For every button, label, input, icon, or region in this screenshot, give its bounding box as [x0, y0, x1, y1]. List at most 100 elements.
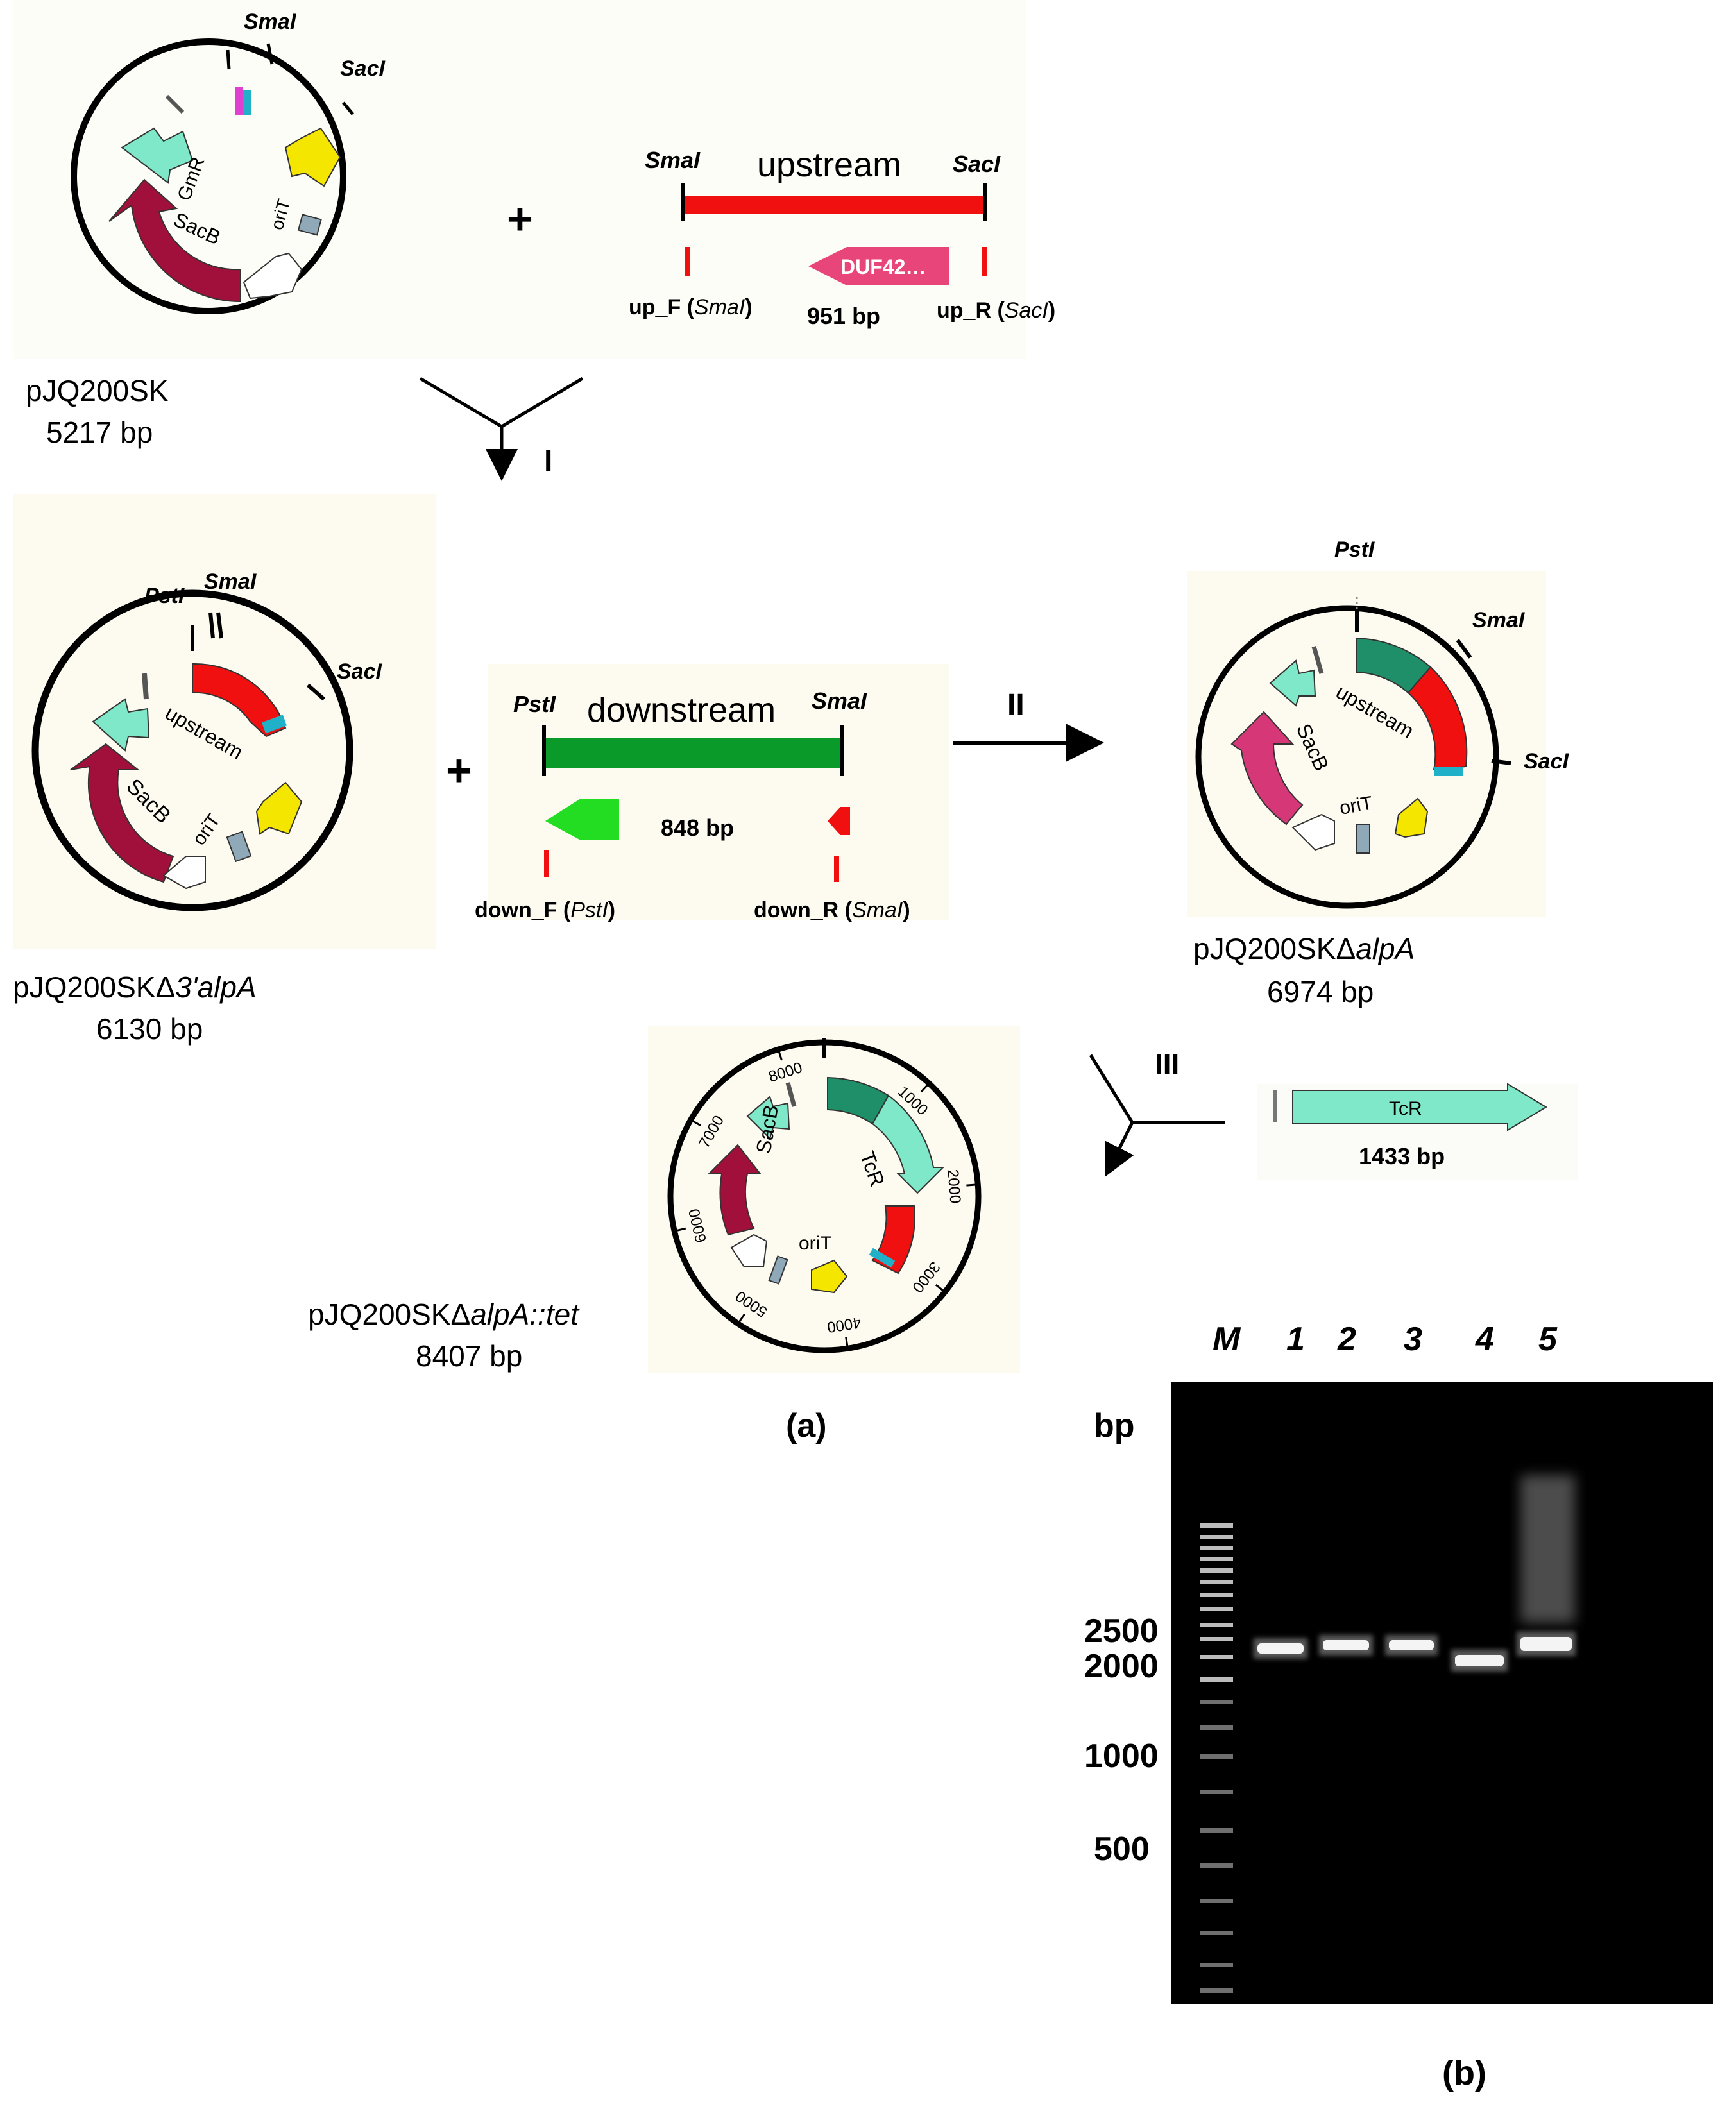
scale-tick — [845, 1337, 849, 1349]
gmr-arrow — [746, 1096, 790, 1140]
step-iii-arrow: III — [1089, 1047, 1225, 1177]
yellow-orf-arrow — [811, 1259, 848, 1294]
gel-bands — [1254, 1632, 1576, 1672]
fragment-label: downstream — [587, 691, 776, 729]
downstream-fragment: PstI SmaI downstream 848 bp down_F (PstI… — [475, 664, 949, 922]
smai-site-label: SmaI — [812, 688, 867, 714]
plasmid-pjq200sk-delta-alpa: upstream SacB oriT PstI SmaI SacI pJQ200… — [1193, 538, 1569, 1008]
yellow-orf-arrow — [255, 781, 303, 835]
ladder-band — [1200, 1899, 1233, 1903]
gmr-arrow — [1269, 659, 1316, 707]
ladder-band — [1200, 1754, 1233, 1759]
duf-gene-arrow — [808, 247, 949, 285]
gel-lane-label: M — [1213, 1321, 1241, 1358]
plasmid-name: pJQ200SK — [26, 374, 169, 407]
ladder-band — [1200, 1535, 1233, 1539]
ladder-band — [1200, 1700, 1233, 1704]
ladder-band — [1200, 1963, 1233, 1967]
site-tick — [307, 683, 325, 701]
small-feature — [785, 1082, 797, 1107]
plasmid-backbone — [71, 38, 346, 314]
gel-smear — [1520, 1475, 1575, 1623]
ladder-band — [1200, 1593, 1233, 1597]
plasmid-name: pJQ200SKΔalpA::tet — [308, 1298, 580, 1331]
gel-ladder — [1200, 1523, 1233, 1993]
gel-lane-label: 3 — [1404, 1321, 1422, 1358]
yellow-orf-arrow — [284, 127, 341, 187]
gel-lane-label: 4 — [1475, 1321, 1494, 1358]
psti-site-label: PstI — [513, 691, 556, 717]
ladder-band — [1200, 1523, 1233, 1528]
scale-tick — [920, 1082, 930, 1093]
plus-sign: + — [446, 745, 472, 795]
plasmid-backbone — [31, 589, 353, 911]
mcs-feature — [1434, 767, 1463, 776]
primer-r-label: up_R (SacI) — [937, 298, 1055, 323]
gel-image — [1171, 1382, 1713, 2004]
plasmid-name: pJQ200SKΔ3'alpA — [13, 970, 257, 1004]
downstream-bar — [544, 738, 842, 768]
upstream-bar — [683, 196, 985, 214]
plasmid-pjq200sk-delta-3-alpa: upstream SacB oriT PstI SmaI SacI pJQ200… — [13, 570, 382, 1046]
fragment-length: 848 bp — [661, 815, 734, 841]
ladder-band — [1200, 1637, 1233, 1641]
site-tick — [1491, 759, 1511, 765]
scale-tick — [674, 1227, 686, 1232]
gel-band — [1257, 1643, 1304, 1654]
gel-band — [1455, 1655, 1504, 1666]
upstream-fragment: SmaI SacI upstream DUF42… up_F (SmaI) 95… — [629, 146, 1055, 329]
smai-site-label: SmaI — [204, 570, 257, 594]
primer-f-label: up_F (SmaI) — [629, 295, 753, 319]
primer-mark — [1273, 1090, 1277, 1122]
marker-label: 2500 — [1084, 1613, 1159, 1650]
yellow-orf-arrow — [1394, 797, 1429, 838]
ladder-band — [1200, 1988, 1233, 1993]
ladder-band — [1200, 1607, 1233, 1611]
scale-tick — [777, 1049, 783, 1061]
scale-tick — [690, 1119, 702, 1127]
step-label: II — [1007, 688, 1025, 722]
plasmid-size: 5217 bp — [46, 416, 153, 449]
ladder-band — [1200, 1863, 1233, 1868]
marker-label: 2000 — [1084, 1648, 1159, 1685]
ladder-band — [1200, 1931, 1233, 1935]
gel-band — [1389, 1640, 1434, 1650]
plasmid-size: 6130 bp — [96, 1012, 203, 1046]
psti-site-label: PstI — [1334, 538, 1375, 562]
tcr-arrow — [871, 1094, 945, 1194]
sacb-arrow — [108, 178, 241, 303]
psti-site-label: PstI — [144, 584, 185, 608]
tcr-gene-arrow — [1292, 1083, 1547, 1131]
duf-gene-label: DUF42… — [840, 255, 926, 278]
mcs-feature — [261, 715, 287, 734]
ladder-band — [1200, 1790, 1233, 1794]
saci-site-label: SacI — [337, 659, 382, 684]
small-feature — [165, 94, 185, 114]
site-tick — [226, 49, 231, 70]
site-tick — [216, 612, 223, 639]
white-orf-arrow — [162, 856, 206, 890]
ladder-band — [1200, 1557, 1233, 1561]
white-orf-arrow — [730, 1233, 768, 1267]
plasmid-size: 8407 bp — [416, 1339, 522, 1373]
orit-block — [1356, 824, 1370, 854]
panel-label-b: (b) — [1442, 2054, 1486, 2092]
panel-label-a: (a) — [786, 1407, 827, 1444]
primer-mark — [544, 850, 549, 877]
gel-band — [1520, 1637, 1572, 1651]
tcr-fragment: TcR 1433 bp — [1273, 1083, 1547, 1169]
primer-mark — [982, 247, 987, 276]
smai-site-label: SmaI — [1472, 608, 1526, 632]
plasmid-name: pJQ200SKΔalpA — [1193, 932, 1415, 965]
primer-r-label: down_R (SmaI) — [754, 898, 910, 922]
fragment-label: upstream — [757, 146, 901, 184]
scale-tick — [737, 1313, 745, 1325]
panel-background — [13, 494, 436, 949]
ladder-band — [1200, 1623, 1233, 1627]
primer-mark — [834, 856, 839, 882]
scale-tick — [935, 1283, 946, 1293]
panel-background — [13, 0, 1026, 359]
white-orf-arrow — [1291, 813, 1335, 851]
site-tick — [342, 101, 354, 115]
